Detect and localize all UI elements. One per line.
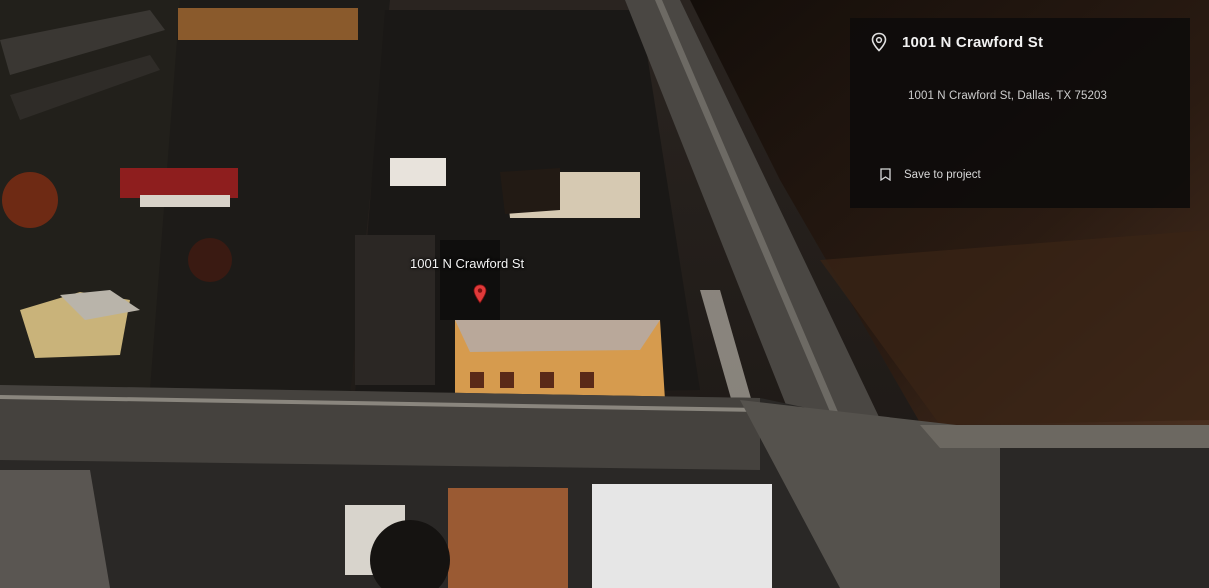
place-address: 1001 N Crawford St, Dallas, TX 75203: [908, 90, 1107, 102]
road-lane-line: [655, 0, 850, 440]
side-road: [920, 425, 1209, 448]
sidewalk: [700, 290, 760, 430]
shadowed-lot: [440, 240, 500, 320]
white-roof-building: [592, 484, 772, 588]
map-marker-pin-icon[interactable]: [473, 284, 487, 304]
window: [500, 372, 514, 388]
window: [580, 372, 594, 388]
house-roof: [60, 290, 140, 320]
apartment-roof: [455, 320, 660, 352]
autumn-tree: [2, 172, 58, 228]
save-to-project-button[interactable]: Save to project: [880, 168, 981, 181]
map-marker-label[interactable]: 1001 N Crawford St: [410, 256, 525, 271]
parking-lot: [355, 235, 435, 385]
bookmark-icon: [880, 168, 891, 181]
tree-canopy: [370, 520, 450, 588]
window: [540, 372, 554, 388]
place-info-panel: 1001 N Crawford St 1001 N Crawford St, D…: [850, 18, 1190, 208]
brown-roof-building: [448, 488, 568, 588]
n-crawford-street: [625, 0, 890, 440]
tree: [188, 238, 232, 282]
rail-corridor: [0, 10, 165, 75]
window: [470, 372, 484, 388]
rail-track: [10, 55, 160, 120]
white-roof-strip: [140, 195, 230, 207]
save-to-project-label: Save to project: [904, 168, 981, 181]
brick-building: [178, 8, 358, 40]
place-title-row: 1001 N Crawford St: [870, 32, 1043, 52]
dry-grass-area: [820, 230, 1209, 425]
place-title: 1001 N Crawford St: [902, 33, 1044, 51]
location-pin-icon: [871, 32, 887, 52]
residential-block: [150, 0, 390, 395]
bottom-left-roof: [0, 470, 110, 588]
curb-line: [0, 395, 760, 412]
red-roof-house: [120, 168, 238, 198]
tree-canopy: [500, 168, 560, 214]
info-panel-backdrop: [850, 18, 1190, 208]
white-building: [390, 158, 446, 186]
intersection: [740, 400, 1000, 588]
